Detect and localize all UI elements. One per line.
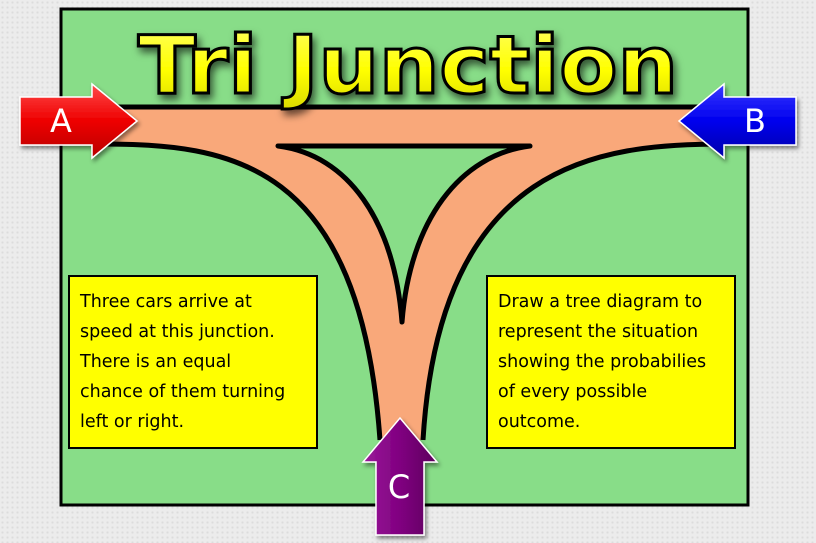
diagram-title: Tri Junction <box>138 19 678 112</box>
arrow-a-label: A <box>50 102 72 140</box>
arrow-b-label: B <box>744 102 766 140</box>
task-line: showing the probabilies <box>498 352 707 372</box>
arrow-c <box>361 416 439 536</box>
scenario-line: There is an equal <box>80 352 232 372</box>
arrow-a <box>19 82 139 160</box>
junction-island <box>275 143 533 325</box>
scenario-line: chance of them turning <box>80 382 286 402</box>
road-surface <box>100 107 725 440</box>
task-line: outcome. <box>498 412 581 432</box>
scenario-line: left or right. <box>80 412 185 432</box>
arrow-b <box>677 82 797 160</box>
task-line: Draw a tree diagram to <box>498 292 703 312</box>
scenario-line: speed at this junction. <box>80 322 275 342</box>
task-line: represent the situation <box>498 322 699 342</box>
task-text-box: Draw a tree diagram to represent the sit… <box>486 275 736 449</box>
task-line: of every possible <box>498 382 648 402</box>
arrow-c-label: C <box>387 468 411 506</box>
road-right-curve-edge <box>420 141 726 441</box>
scenario-line: Three cars arrive at <box>80 292 252 312</box>
scenario-text-box: Three cars arrive at speed at this junct… <box>68 275 318 449</box>
road-left-curve-edge <box>99 141 383 441</box>
